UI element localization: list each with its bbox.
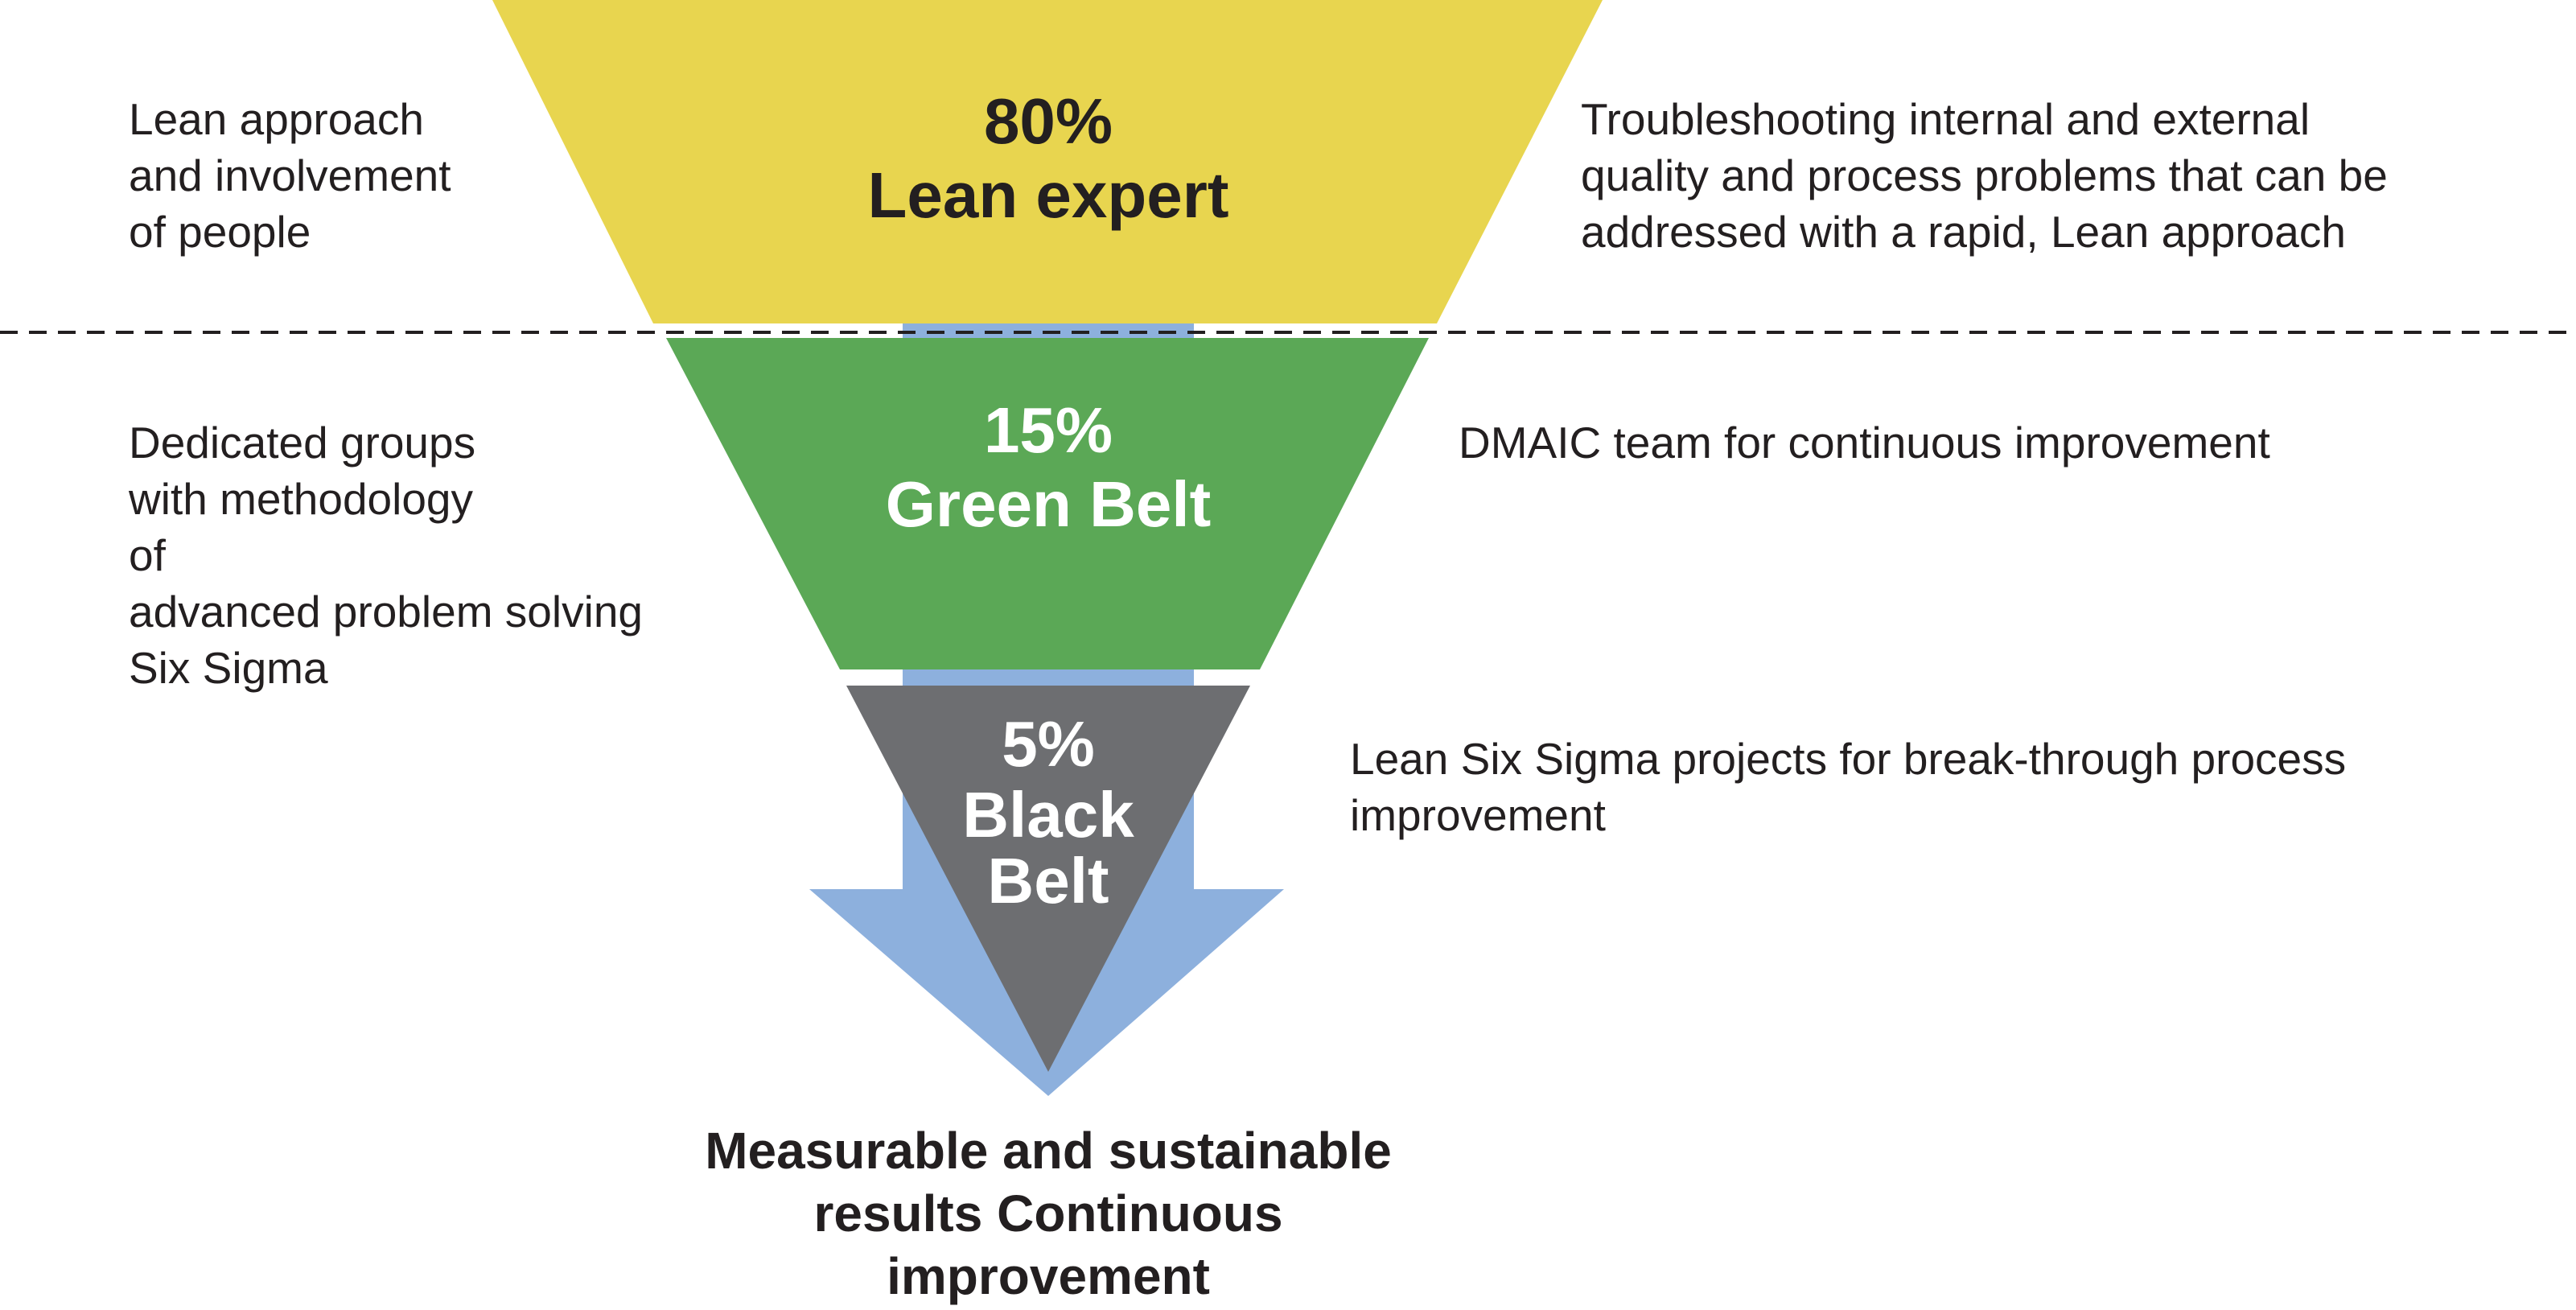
description-line: Lean approach [129,94,424,144]
black-belt-label-line2: Belt [987,845,1109,917]
green-belt-percent: 15% [984,394,1113,466]
black-belt-label-line1: Black [962,779,1134,851]
description-line: quality and process problems that can be [1581,150,2388,200]
description-line: Lean Six Sigma projects for break-throug… [1350,734,2347,784]
green-belt-left-description: Dedicated groups with methodology of adv… [129,414,643,696]
description-line: Dedicated groups [129,418,476,468]
description-line: advanced problem solving [129,587,643,636]
green-belt-tier [666,338,1429,669]
description-line: of people [129,207,311,257]
lean-expert-percent: 80% [984,85,1113,157]
black-belt-tier [846,686,1250,1072]
black-belt-right-description: Lean Six Sigma projects for break-throug… [1350,731,2346,843]
description-line: and involvement [129,150,451,200]
lean-expert-right-description: Troubleshooting internal and external qu… [1581,91,2388,260]
lean-expert-label: Lean expert [867,159,1228,231]
description-line: Six Sigma [129,643,328,693]
description-line: DMAIC team for continuous improvement [1459,418,2270,468]
result-line-2: results Continuous [813,1184,1282,1242]
description-line: Troubleshooting internal and external [1581,94,2311,144]
lean-expert-left-description: Lean approach and involvement of people [129,91,451,260]
result-line-1: Measurable and sustainable [705,1122,1392,1180]
description-line: addressed with a rapid, Lean approach [1581,207,2346,257]
description-line: of [129,530,166,580]
description-line: with methodology [129,474,474,524]
description-line: improvement [1350,790,1606,840]
result-line-3: improvement [887,1247,1210,1305]
green-belt-right-description: DMAIC team for continuous improvement [1459,414,2270,471]
black-belt-percent: 5% [1002,708,1095,780]
lean-expert-tier [492,0,1603,323]
green-belt-label: Green Belt [886,468,1212,540]
